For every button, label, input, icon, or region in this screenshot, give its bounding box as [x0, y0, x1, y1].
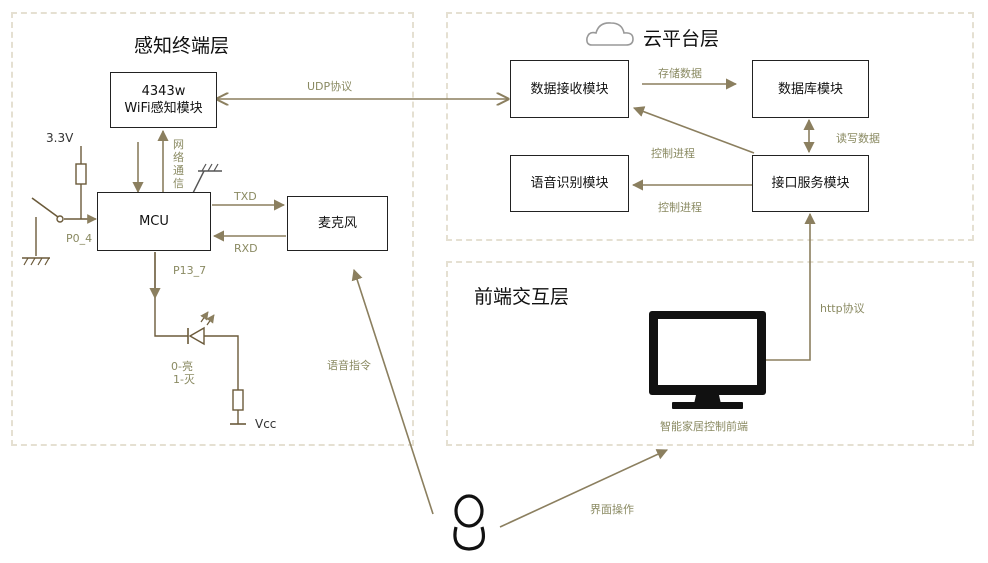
vcc-label: Vcc: [255, 417, 277, 431]
frontend-layer-title: 前端交互层: [474, 286, 570, 308]
led-off-label: 1-灭: [173, 373, 195, 386]
ui-operation-label: 界面操作: [590, 503, 634, 516]
p13-7-label: P13_7: [173, 264, 207, 277]
voice-command-label: 语音指令: [327, 359, 371, 372]
microphone-label: 麦克风: [317, 216, 357, 231]
database-label: 数据库模块: [777, 81, 843, 97]
data-receive-module-box: 数据接收模块: [510, 60, 629, 118]
cloud-icon: [586, 22, 634, 46]
http-protocol-label: http协议: [820, 302, 865, 315]
wifi-sensing-module-box: 4343w WiFi感知模块: [110, 72, 217, 128]
led-on-label: 0-亮: [171, 360, 193, 373]
frontend-layer-region: [446, 261, 974, 446]
microphone-box: 麦克风: [287, 196, 388, 251]
api-service-module-box: 接口服务模块: [752, 155, 869, 212]
wifi-chip-label: 4343w: [141, 84, 186, 99]
txd-label: TXD: [234, 190, 257, 203]
resistor-icon: [230, 389, 246, 425]
read-write-data-label: 读写数据: [836, 132, 880, 145]
cloud-layer-title: 云平台层: [643, 28, 720, 50]
led-icon: [154, 298, 239, 390]
ground-icon: [22, 257, 50, 266]
network-communication-label: 网络通信: [173, 138, 184, 190]
smart-home-frontend-caption: 智能家居控制前端: [660, 420, 748, 433]
user-icon: [453, 494, 486, 551]
wifi-module-label: WiFi感知模块: [124, 101, 203, 116]
data-receive-label: 数据接收模块: [530, 81, 609, 97]
control-process-label-1: 控制进程: [651, 147, 695, 160]
sensing-layer-title: 感知终端层: [134, 35, 230, 57]
mcu-box: MCU: [97, 192, 211, 251]
monitor-icon: [649, 311, 766, 409]
store-data-label: 存储数据: [658, 67, 702, 80]
rxd-label: RXD: [234, 242, 258, 255]
speech-recognition-label: 语音识别模块: [530, 176, 609, 191]
sensing-layer-region: [11, 12, 414, 446]
api-service-label: 接口服务模块: [771, 176, 850, 191]
switch-icon: [31, 146, 97, 256]
control-process-label-2: 控制进程: [658, 201, 702, 214]
speech-recognition-module-box: 语音识别模块: [510, 155, 629, 212]
database-module-box: 数据库模块: [752, 60, 869, 118]
p0-4-label: P0_4: [66, 232, 93, 245]
cloud-layer-region: [446, 12, 974, 241]
antenna-icon: [192, 163, 222, 194]
mcu-label: MCU: [139, 214, 169, 229]
udp-protocol-label: UDP协议: [307, 80, 353, 93]
voltage-3v3-label: 3.3V: [46, 131, 74, 145]
